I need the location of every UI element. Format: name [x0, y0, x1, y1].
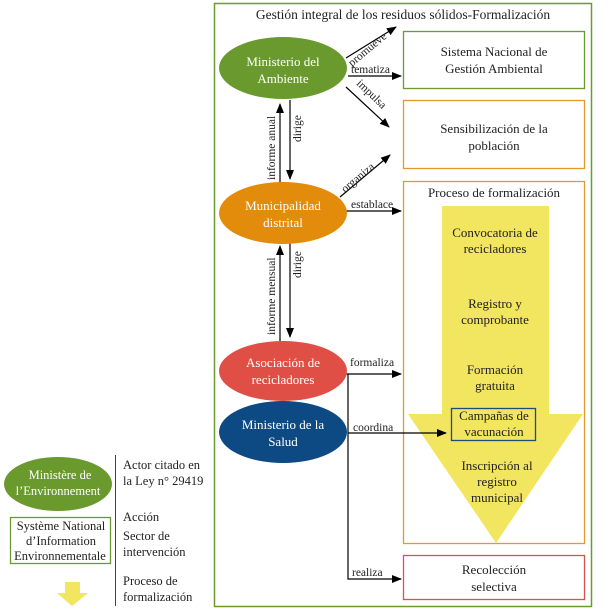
process-step-2: Registro y	[468, 296, 522, 311]
svg-text:intervención: intervención	[123, 545, 186, 559]
actor-municipalidad-distrital: Municipalidad distrital	[219, 182, 347, 244]
process-step-5: Inscripción al	[461, 458, 533, 473]
legend-actor-example: Ministère de l’Environnement	[4, 457, 112, 511]
svg-text:la Ley n° 29419: la Ley n° 29419	[123, 474, 203, 488]
actor-asociacion-recicladores: Asociación de recicladores	[219, 341, 347, 401]
legend-sector-desc: Sector de	[123, 529, 170, 543]
label-establace: establace	[351, 199, 393, 211]
arrow-impulsa	[345, 86, 390, 128]
process-step-4: Campañas de	[459, 408, 529, 423]
label-informe-mensual: informe mensual	[266, 257, 278, 335]
svg-text:selectiva: selectiva	[471, 579, 517, 594]
legend-action-desc: Acción	[123, 510, 160, 524]
arrow-realiza	[347, 374, 402, 583]
svg-text:Ministerio de la: Ministerio de la	[242, 417, 325, 432]
legend-process-arrow-icon	[57, 582, 88, 606]
actor-ministerio-ambiente: Ministerio del Ambiente	[219, 37, 347, 99]
label-coordina: coordina	[353, 422, 393, 434]
svg-text:recicladores: recicladores	[464, 241, 527, 256]
svg-text:recicladores: recicladores	[252, 372, 315, 387]
label-dirige-2: dirige	[292, 251, 304, 278]
sector-recoleccion: Recolección selectiva	[402, 554, 586, 601]
svg-text:l’Environnement: l’Environnement	[16, 484, 101, 498]
svg-text:distrital: distrital	[263, 215, 303, 230]
svg-text:vacunación: vacunación	[464, 424, 524, 439]
legend: Ministère de l’Environnement Système Nat…	[4, 455, 203, 606]
label-tematiza: tematiza	[351, 64, 390, 76]
svg-text:Ambiente: Ambiente	[257, 71, 308, 86]
label-realiza: realiza	[352, 567, 383, 579]
svg-text:municipal: municipal	[471, 490, 523, 505]
process-title: Proceso de formalización	[428, 185, 561, 200]
svg-text:Système National: Système National	[17, 519, 106, 533]
svg-text:población: población	[468, 138, 520, 153]
process-step-1: Convocatoria de	[452, 225, 538, 240]
svg-text:d’Information: d’Information	[26, 534, 97, 548]
process-step-4-highlight	[450, 407, 537, 442]
legend-process-desc: Proceso de	[123, 574, 178, 588]
svg-text:registro: registro	[477, 474, 517, 489]
svg-text:Environnementale: Environnementale	[14, 549, 106, 563]
label-dirige-1: dirige	[292, 115, 304, 142]
legend-sector-example: Système National d’Information Environne…	[9, 516, 112, 565]
svg-text:Recolección: Recolección	[462, 562, 527, 577]
svg-text:Gestión Ambiental: Gestión Ambiental	[445, 61, 543, 76]
arrow-promueve	[345, 26, 397, 59]
actor-ministerio-salud: Ministerio de la Salud	[219, 401, 347, 463]
connectors	[276, 26, 447, 583]
main-frame	[213, 2, 593, 608]
arrow-organiza	[339, 154, 391, 198]
process-step-3: Formación	[467, 362, 524, 377]
svg-text:Sistema Nacional de: Sistema Nacional de	[441, 44, 548, 59]
label-informe-anual: informe anual	[266, 116, 278, 180]
label-organiza: organiza	[339, 161, 377, 196]
svg-text:gratuita: gratuita	[475, 378, 515, 393]
svg-text:formalización: formalización	[123, 590, 193, 604]
sector-proceso-formalizacion: Proceso de formalización Convocatoria de…	[402, 180, 586, 545]
svg-text:Municipalidad: Municipalidad	[245, 198, 321, 213]
sector-sensibilizacion: Sensibilización de la población	[402, 99, 586, 170]
label-impulsa: impulsa	[354, 78, 389, 112]
process-arrow	[408, 206, 583, 543]
svg-text:Ministère de: Ministère de	[29, 468, 92, 482]
sector-sistema-nacional: Sistema Nacional de Gestión Ambiental	[402, 30, 586, 90]
svg-text:Salud: Salud	[268, 434, 298, 449]
diagram-title: Gestión integral de los residuos sólidos…	[256, 7, 551, 22]
label-formaliza: formaliza	[350, 357, 394, 369]
legend-actor-desc: Actor citado en	[123, 458, 201, 472]
svg-text:Sensibilización de la: Sensibilización de la	[440, 121, 548, 136]
svg-text:Asociación de: Asociación de	[246, 355, 320, 370]
svg-text:comprobante: comprobante	[461, 312, 529, 327]
svg-text:Ministerio del: Ministerio del	[246, 54, 320, 69]
